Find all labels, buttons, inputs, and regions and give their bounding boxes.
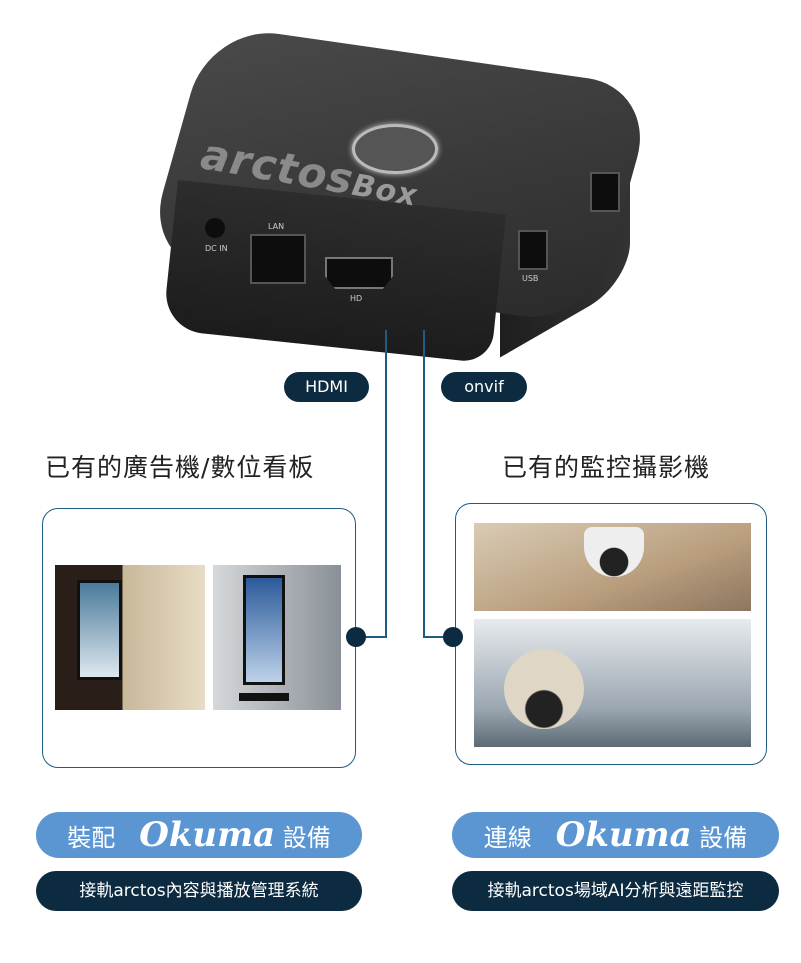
left-badge-suffix: 設備 (282, 824, 331, 852)
hdmi-port (325, 257, 393, 289)
left-okuma-badge: 裝配 Okuma 設備 (36, 812, 362, 858)
signage-photo-store (55, 565, 205, 710)
dc-in-label: DC IN (205, 244, 228, 253)
right-badge-suffix: 設備 (699, 824, 748, 852)
left-caption: 接軌arctos內容與播放管理系統 (36, 871, 362, 911)
onvif-connector-line (423, 636, 455, 638)
onvif-connector-line (423, 330, 425, 638)
hdmi-connector-line (385, 330, 387, 638)
hdmi-connector-dot (346, 627, 366, 647)
onvif-badge: onvif (441, 372, 527, 402)
camera-photo-dome (474, 523, 751, 611)
right-caption: 接軌arctos場域AI分析與遠距監控 (452, 871, 779, 911)
onvif-connector-dot (443, 627, 463, 647)
hdmi-port-label: HD (350, 294, 363, 303)
hdmi-badge: HDMI (284, 372, 369, 402)
left-heading: 已有的廣告機/數位看板 (45, 453, 315, 482)
lan-label: LAN (268, 222, 285, 231)
bear-logo-icon (352, 124, 438, 174)
hdmi-connector-line (356, 636, 387, 638)
lan-port (250, 234, 306, 284)
okuma-logo: Okuma (555, 815, 692, 855)
usb-port-label: USB (522, 274, 539, 283)
right-badge-prefix: 連線 (483, 823, 532, 852)
left-badge-prefix: 裝配 (67, 823, 116, 852)
usb-port (590, 172, 620, 212)
right-heading: 已有的監控攝影機 (502, 453, 711, 482)
camera-photo-mall (474, 619, 751, 747)
signage-photo-kiosk (213, 565, 341, 710)
dc-in-port (205, 218, 225, 238)
right-okuma-badge: 連線 Okuma 設備 (452, 812, 779, 858)
usb-port (518, 230, 548, 270)
okuma-logo: Okuma (139, 815, 276, 855)
